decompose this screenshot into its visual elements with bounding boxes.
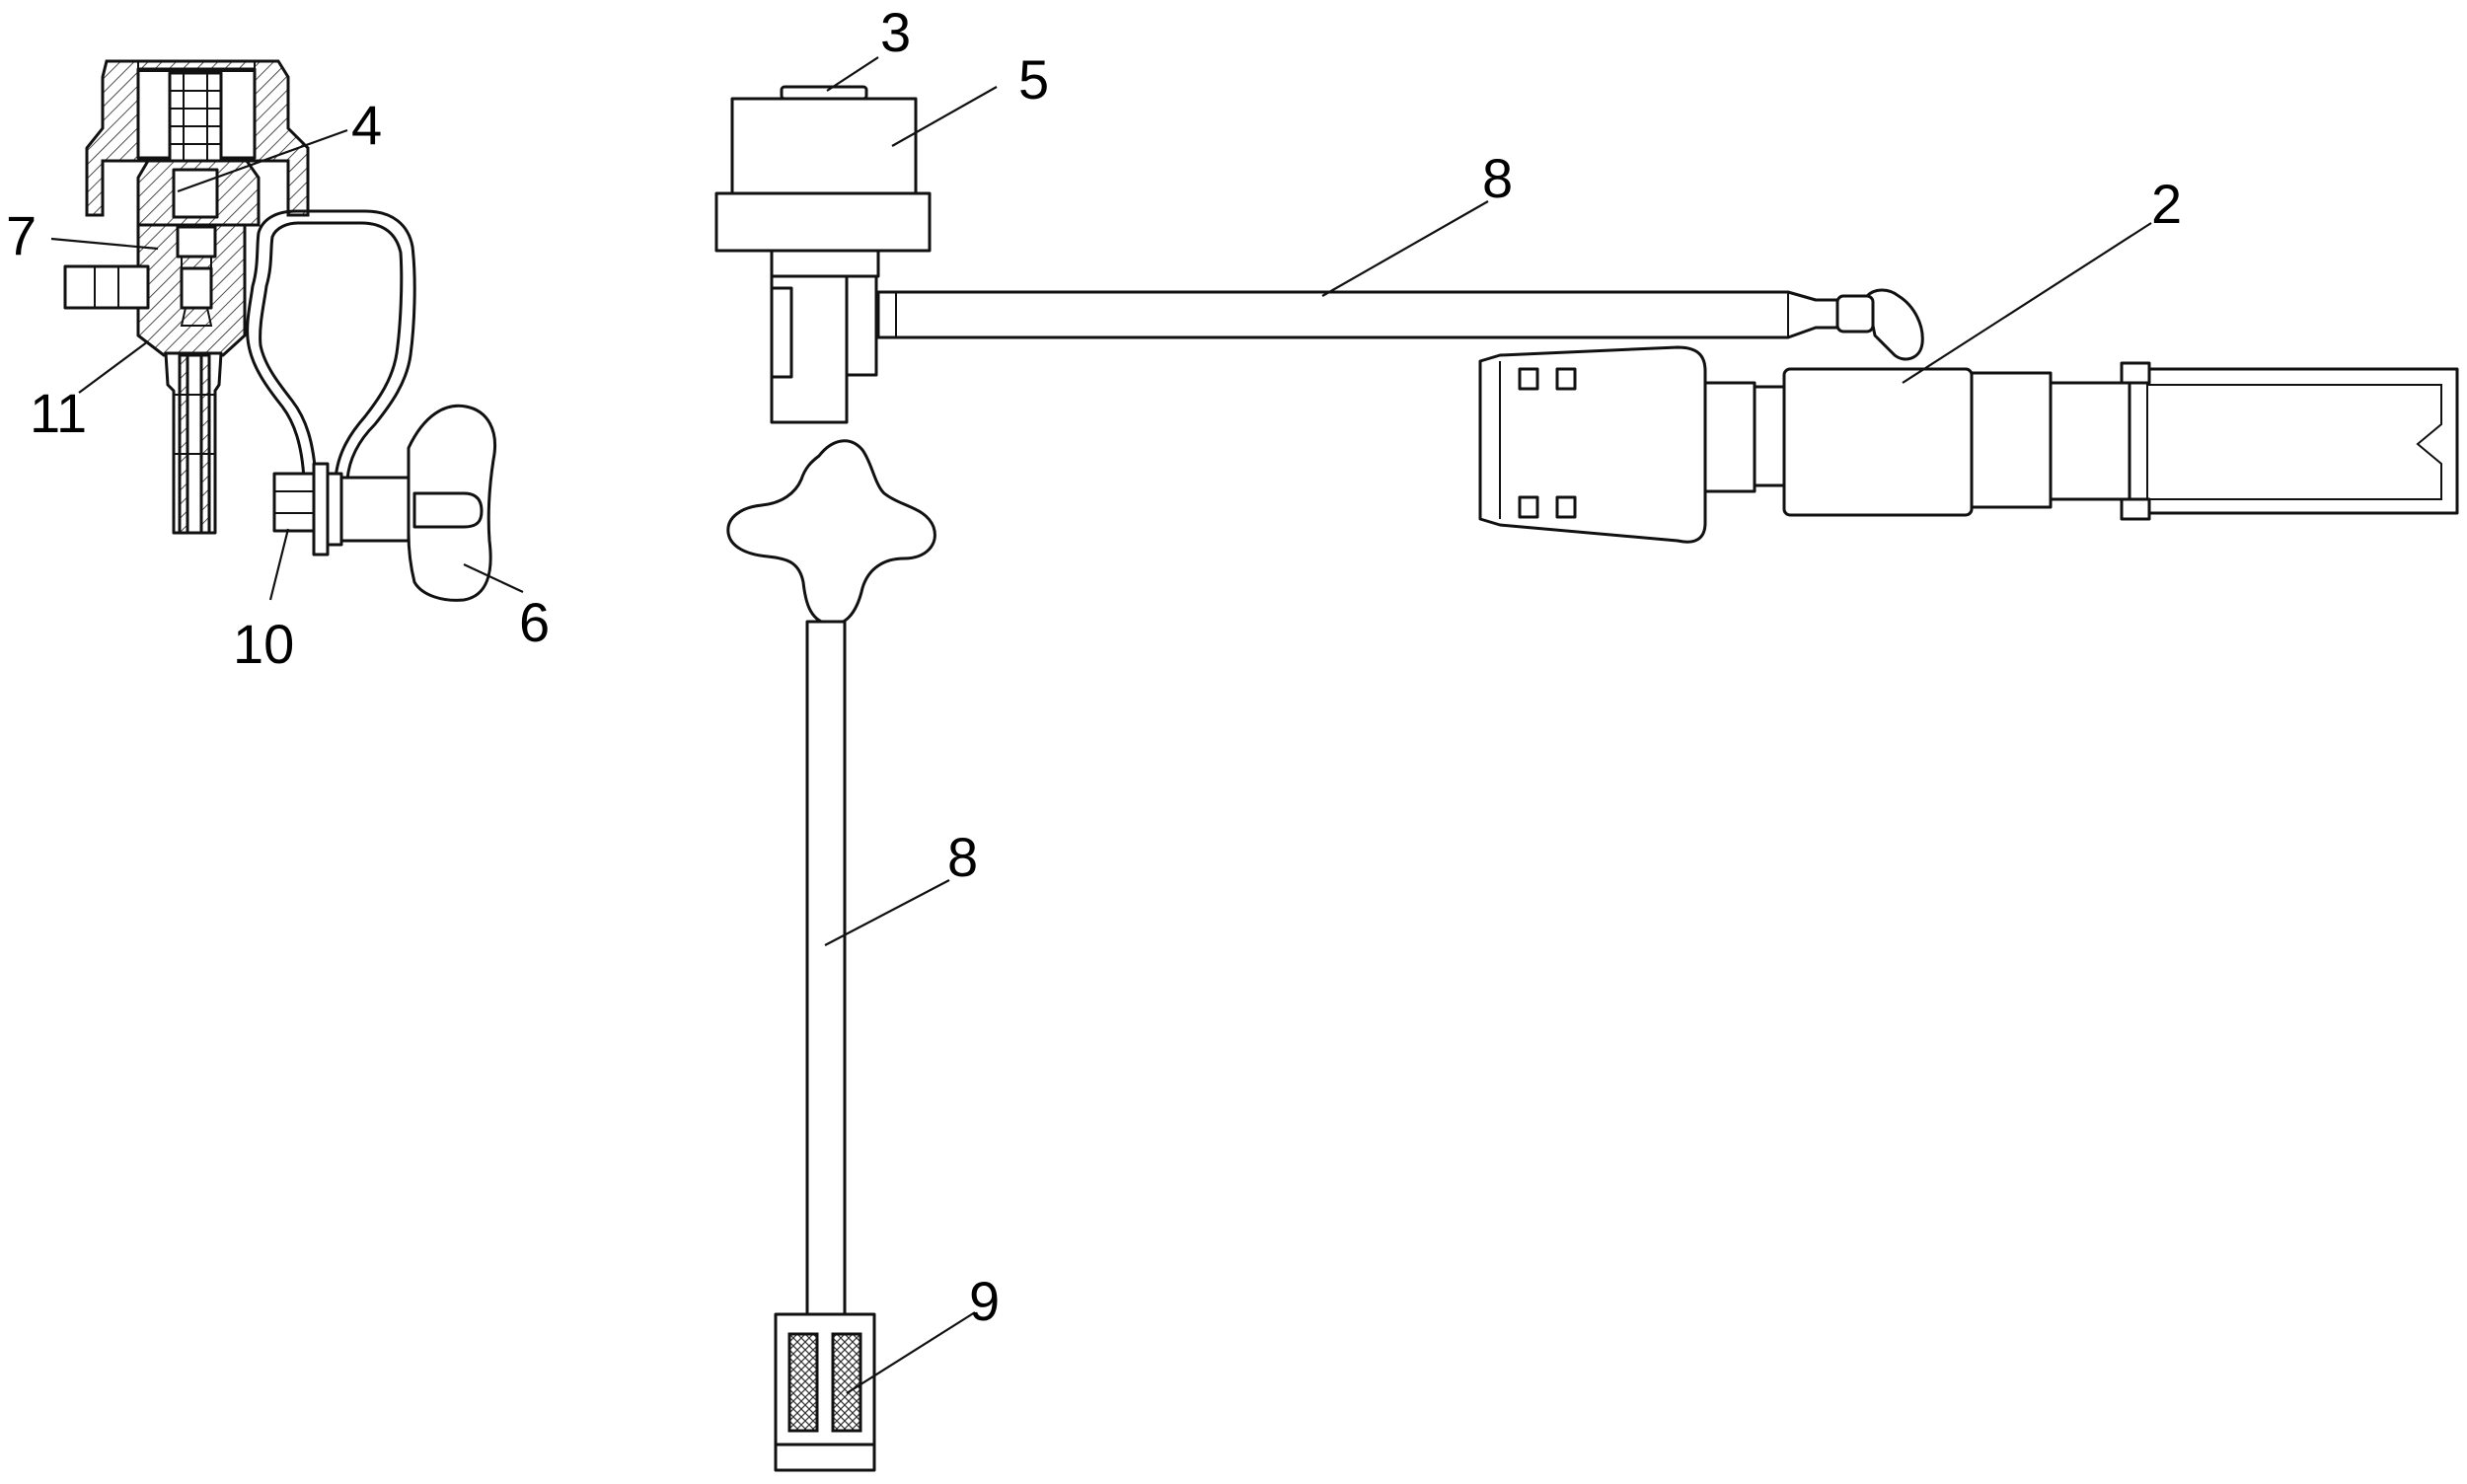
callout-8-vertical: 8 xyxy=(947,826,978,888)
callout-4: 4 xyxy=(351,94,382,156)
callout-7: 7 xyxy=(6,204,37,266)
callout-3: 3 xyxy=(880,1,911,63)
cap-part-5 xyxy=(730,97,918,195)
callout-8-horizontal: 8 xyxy=(1482,147,1513,209)
callout-labels: 3 5 8 2 8 9 4 7 11 10 6 xyxy=(6,1,2182,1332)
gauge-body-2 xyxy=(1782,367,1974,517)
callout-9: 9 xyxy=(969,1270,1000,1332)
clamp-knob xyxy=(726,439,936,627)
sectional-view xyxy=(63,59,496,602)
gauge-left-housing xyxy=(1478,345,1707,544)
arm-vertical xyxy=(805,620,847,1316)
callout-11: 11 xyxy=(30,382,87,444)
arm-horizontal xyxy=(876,290,1839,339)
main-assembly xyxy=(714,85,2459,1472)
callout-6: 6 xyxy=(519,591,550,653)
callout-10: 10 xyxy=(233,613,294,675)
leader-lines xyxy=(50,56,2152,1394)
callout-5: 5 xyxy=(1018,48,1049,111)
callout-2: 2 xyxy=(2151,173,2182,235)
